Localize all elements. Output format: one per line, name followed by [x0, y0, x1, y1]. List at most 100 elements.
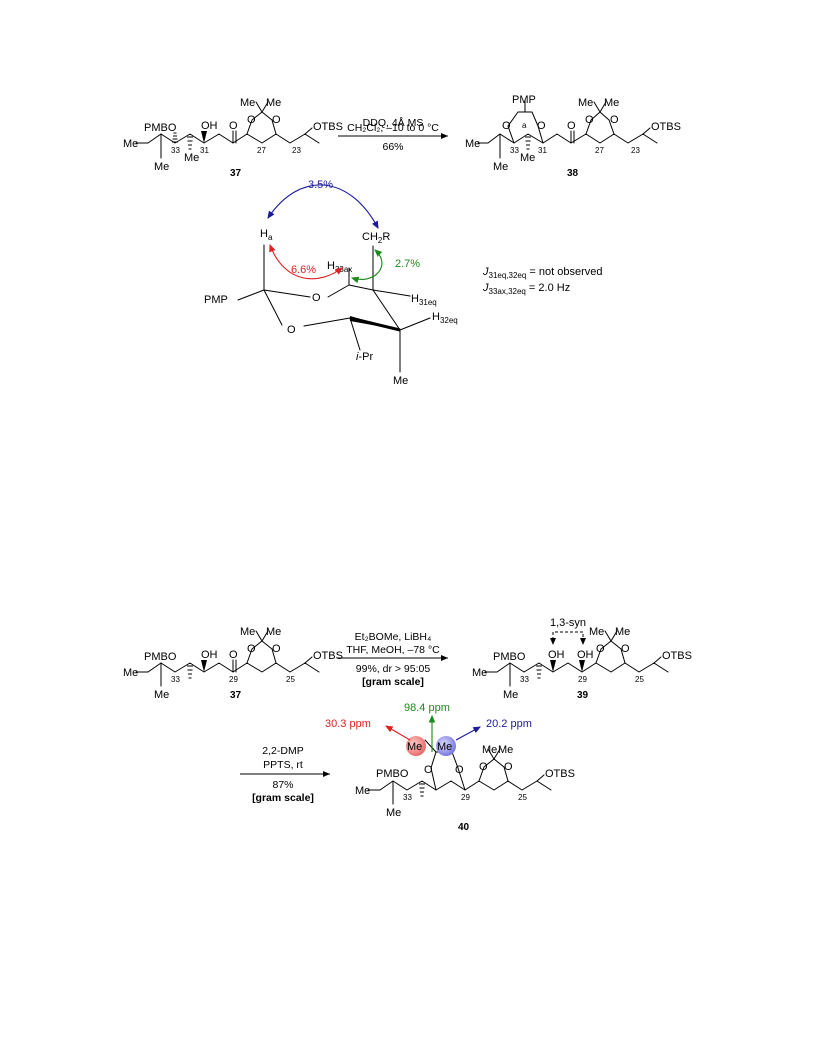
ring-o-right: O [272, 114, 281, 126]
oh-label: OH [201, 120, 218, 132]
shift-arrow-blue [455, 726, 481, 741]
cond1-yield: 66% [382, 141, 403, 153]
cond2-line1: Et₂BOMe, LiBH₄ [355, 631, 432, 643]
noe-arrow-blue [267, 184, 379, 229]
me-left-40: Me [355, 785, 370, 797]
ring-o4-40: O [504, 761, 513, 773]
compound-label-39: 39 [577, 690, 589, 701]
me-bottom-40: Me [386, 807, 401, 819]
noe-ch2r: CH2R [362, 231, 390, 245]
pmbo-label: PMBO [144, 122, 177, 134]
ketone-o-label-38: O [567, 120, 576, 132]
locant-23: 23 [292, 146, 301, 155]
compound-label-37: 37 [230, 168, 242, 179]
locant-27: 27 [257, 146, 266, 155]
j-value-1: J31eq,32eq = not observed [482, 266, 602, 280]
acetonide-me-right-40: Me [498, 744, 513, 756]
otbs-label-40: OTBS [545, 768, 575, 780]
noe-pmp: PMP [204, 294, 228, 306]
methyl-highlight-blue [436, 736, 456, 756]
me-left-label: Me [123, 138, 138, 150]
noe-value-blue: 3.5% [308, 179, 333, 191]
noe-ha: Ha [260, 228, 273, 242]
locant-29-39: 29 [578, 675, 587, 684]
compound-label-40: 40 [458, 822, 470, 833]
locant-25-40: 25 [518, 793, 527, 802]
acetal-o-right: O [537, 120, 546, 132]
j-value-2: J33ax,32eq = 2.0 Hz [482, 282, 570, 296]
locant-33: 33 [171, 146, 180, 155]
acetonide-me-left: Me [240, 97, 255, 109]
locant-31-38: 31 [538, 146, 547, 155]
noe-value-green: 2.7% [395, 258, 420, 270]
acetonide-me-left-2: Me [240, 626, 255, 638]
otbs-label-39: OTBS [662, 650, 692, 662]
noe-arrow-green [350, 249, 383, 284]
me-blue-label: Me [437, 741, 452, 753]
oh-label-2: OH [201, 649, 218, 661]
locant-33-39: 33 [520, 675, 529, 684]
compound-37-top [135, 101, 320, 159]
noe-ipr: i-Pr [356, 351, 373, 363]
cond3-line3: 87% [272, 779, 293, 791]
acetonide-me-left-40: Me [482, 744, 497, 756]
locant-25-39: 25 [635, 675, 644, 684]
noe-h31eq: H31eq [411, 293, 437, 307]
cond1-line1: DDQ, 4Å MS [363, 116, 424, 129]
methyl-highlight-red [406, 736, 426, 756]
me-red-label: Me [407, 741, 422, 753]
locant-27-38: 27 [595, 146, 604, 155]
acetal-h-a: a [522, 121, 527, 130]
acetonide-me-left-39: Me [589, 626, 604, 638]
acetonide-me-right-38: Me [604, 97, 619, 109]
shift-green: 98.4 ppm [404, 702, 450, 714]
acetonide-me-left-38: Me [578, 97, 593, 109]
cond1-line2: CH₂Cl₂, –10 to 0 °C [347, 122, 439, 134]
acetal-o-left: O [502, 120, 511, 132]
noe-o-top: O [312, 292, 321, 304]
noe-h32eq: H32eq [432, 311, 458, 325]
shift-arrow-red [385, 725, 411, 741]
me-bottom-2: Me [154, 689, 169, 701]
noe-arrow-red [269, 243, 343, 280]
syn-label: 1,3-syn [550, 617, 586, 629]
compound-38 [477, 99, 658, 159]
cond3-line4: [gram scale] [252, 792, 314, 804]
me-left-38: Me [465, 138, 480, 150]
ring-o2-40: O [455, 764, 464, 776]
me-bottom-label: Me [154, 161, 169, 173]
me-bottom-39: Me [503, 689, 518, 701]
locant-29-2: 29 [229, 675, 238, 684]
oh1-label-39: OH [548, 649, 565, 661]
pmbo-label-39: PMBO [493, 651, 526, 663]
me-left-2: Me [123, 667, 138, 679]
cond2-line2: THF, MeOH, –78 °C [346, 644, 440, 656]
ring-o-left-2: O [247, 643, 256, 655]
locant-31: 31 [200, 146, 209, 155]
oh2-label-39: OH [577, 649, 594, 661]
locant-29-40: 29 [461, 793, 470, 802]
compound-40 [367, 739, 552, 805]
me-c32-38: Me [520, 152, 535, 164]
noe-me: Me [393, 375, 408, 387]
acetonide-me-right-2: Me [266, 626, 281, 638]
locant-23-38: 23 [631, 146, 640, 155]
pmbo-label-2: PMBO [144, 651, 177, 663]
ring-o-right-38: O [610, 114, 619, 126]
shift-blue: 20.2 ppm [486, 718, 532, 730]
ring-o-right-39: O [621, 643, 630, 655]
noe-value-red: 6.6% [291, 264, 316, 276]
pmp-label: PMP [512, 94, 536, 106]
cond2-line3: 99%, dr > 95:05 [356, 663, 431, 675]
pmbo-label-40: PMBO [376, 768, 409, 780]
acetonide-me-right-39: Me [615, 626, 630, 638]
compound-label-38: 38 [567, 168, 579, 179]
compound-label-37b: 37 [230, 690, 242, 701]
me-left-39: Me [472, 667, 487, 679]
ring-o3-40: O [479, 761, 488, 773]
ring-o1-40: O [424, 764, 433, 776]
noe-h33ax: H33ax [327, 260, 352, 274]
ring-o-left-38: O [585, 114, 594, 126]
cond3-line2: PPTS, rt [263, 759, 303, 771]
